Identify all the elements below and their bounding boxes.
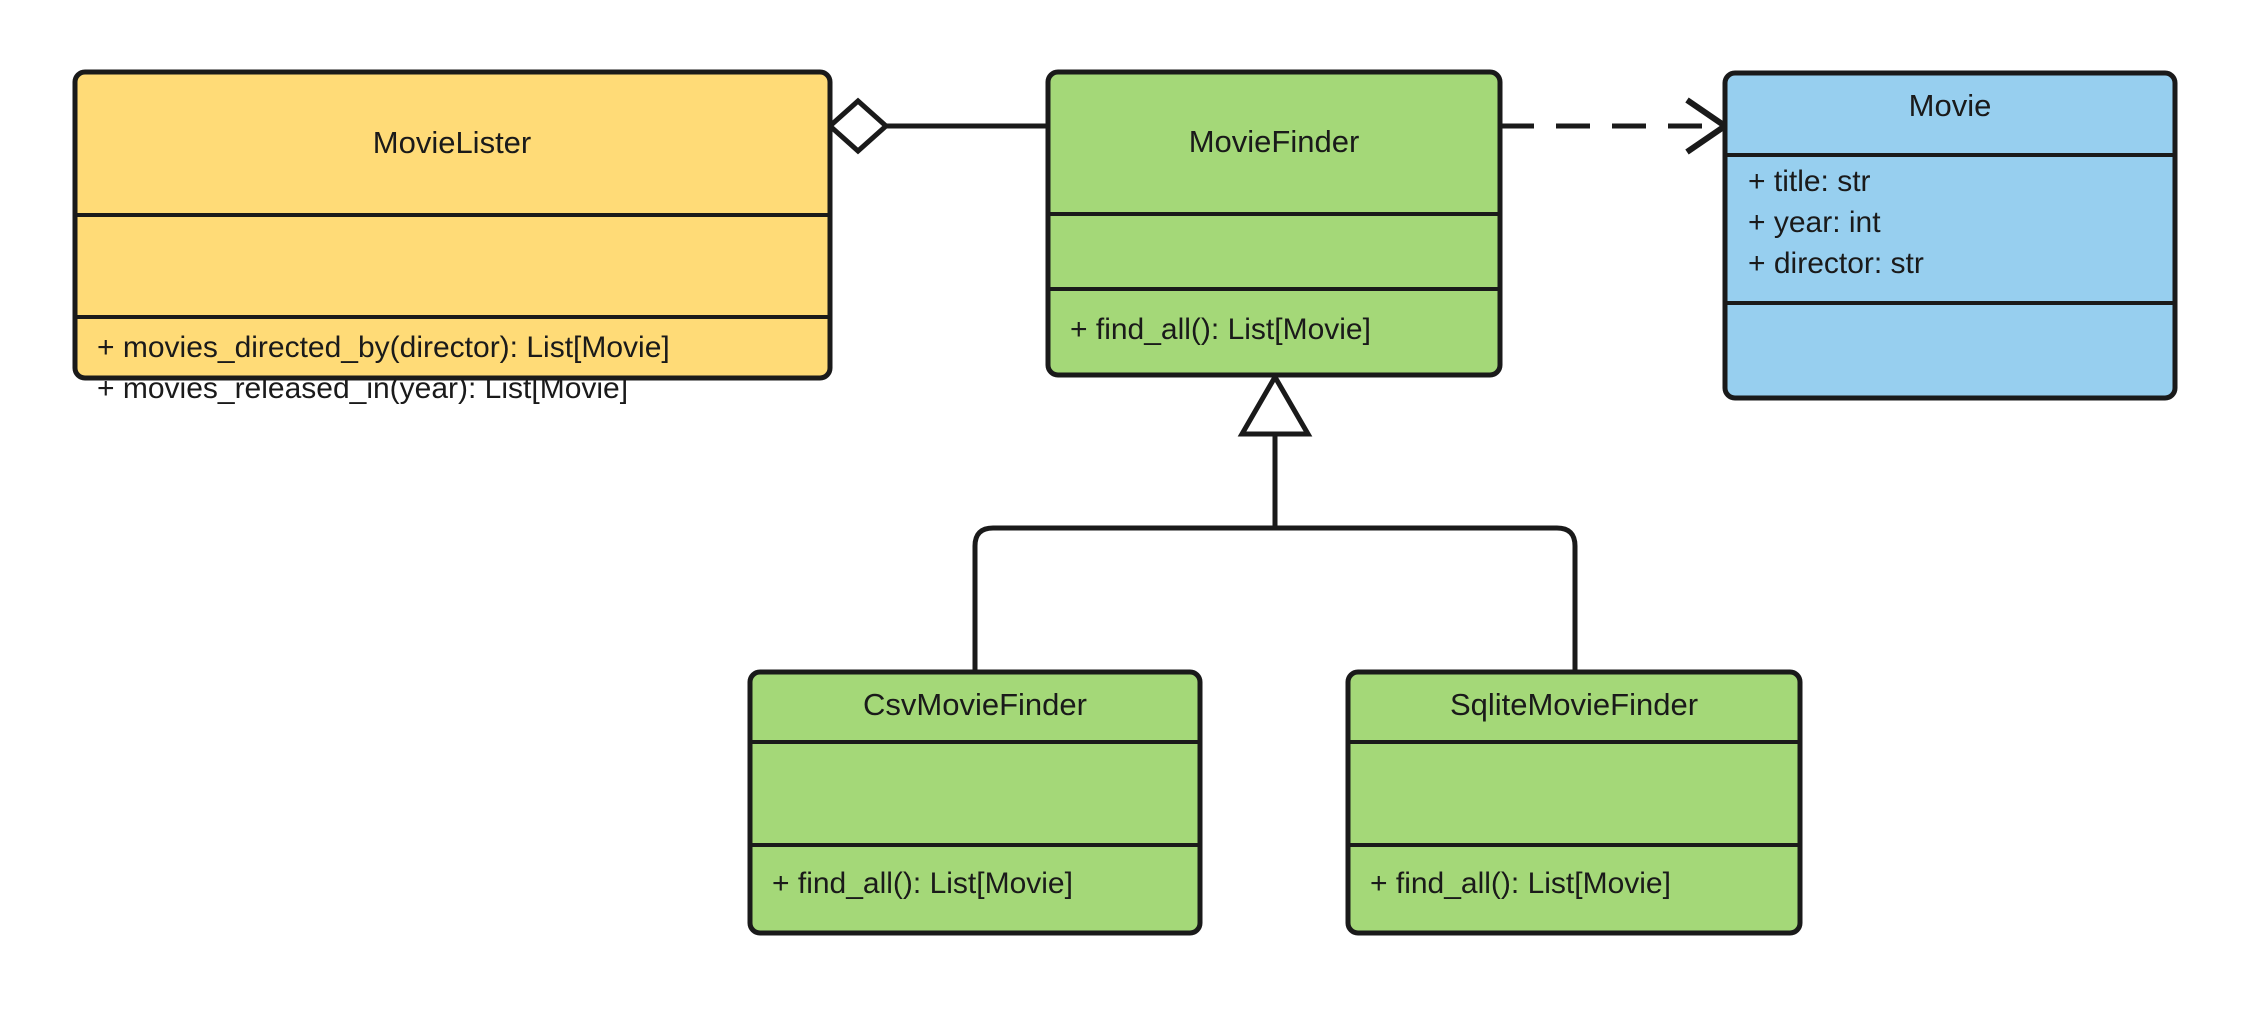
relationship-generalization-tree[interactable] bbox=[972, 372, 1578, 672]
movie-attribute-2: + director: str bbox=[1748, 247, 1924, 280]
movie-lister-class-name: MovieLister bbox=[373, 125, 532, 160]
movie-lister-method-1: + movies_released_in(year): List[Movie] bbox=[97, 372, 628, 405]
class-box-csv-movie-finder[interactable]: CsvMovieFinder + find_all(): List[Movie] bbox=[747, 669, 1203, 936]
relationship-aggregation-lister-finder[interactable] bbox=[826, 97, 1048, 155]
class-box-movie-lister[interactable]: MovieLister + movies_directed_by(directo… bbox=[72, 69, 833, 405]
csv-movie-finder-class-name: CsvMovieFinder bbox=[863, 687, 1087, 722]
class-box-movie[interactable]: Movie + title: str + year: int + directo… bbox=[1722, 70, 2178, 401]
class-box-sqlite-movie-finder[interactable]: SqliteMovieFinder + find_all(): List[Mov… bbox=[1345, 669, 1803, 936]
class-box-movie-finder[interactable]: MovieFinder + find_all(): List[Movie] bbox=[1045, 69, 1503, 378]
movie-attribute-0: + title: str bbox=[1748, 165, 1871, 198]
hollow-diamond-icon bbox=[826, 97, 890, 155]
csv-movie-finder-method-0: + find_all(): List[Movie] bbox=[772, 867, 1073, 900]
movie-lister-method-0: + movies_directed_by(director): List[Mov… bbox=[97, 331, 670, 364]
relationship-dependency-finder-movie[interactable] bbox=[1500, 97, 1731, 155]
movie-finder-frame bbox=[1045, 69, 1503, 378]
sqlite-movie-finder-class-name: SqliteMovieFinder bbox=[1450, 687, 1698, 722]
movie-finder-class-name: MovieFinder bbox=[1189, 124, 1360, 159]
movie-class-name: Movie bbox=[1909, 88, 1992, 123]
sqlite-movie-finder-frame bbox=[1345, 669, 1803, 936]
movie-lister-frame bbox=[72, 69, 833, 381]
sqlite-movie-finder-method-0: + find_all(): List[Movie] bbox=[1370, 867, 1671, 900]
movie-attribute-1: + year: int bbox=[1748, 206, 1881, 239]
movie-finder-method-0: + find_all(): List[Movie] bbox=[1070, 313, 1371, 346]
csv-movie-finder-frame bbox=[747, 669, 1203, 936]
generalization-branch-csv bbox=[972, 525, 1275, 672]
hollow-triangle-icon bbox=[1237, 372, 1313, 437]
generalization-branch-sqlite bbox=[1275, 525, 1578, 672]
